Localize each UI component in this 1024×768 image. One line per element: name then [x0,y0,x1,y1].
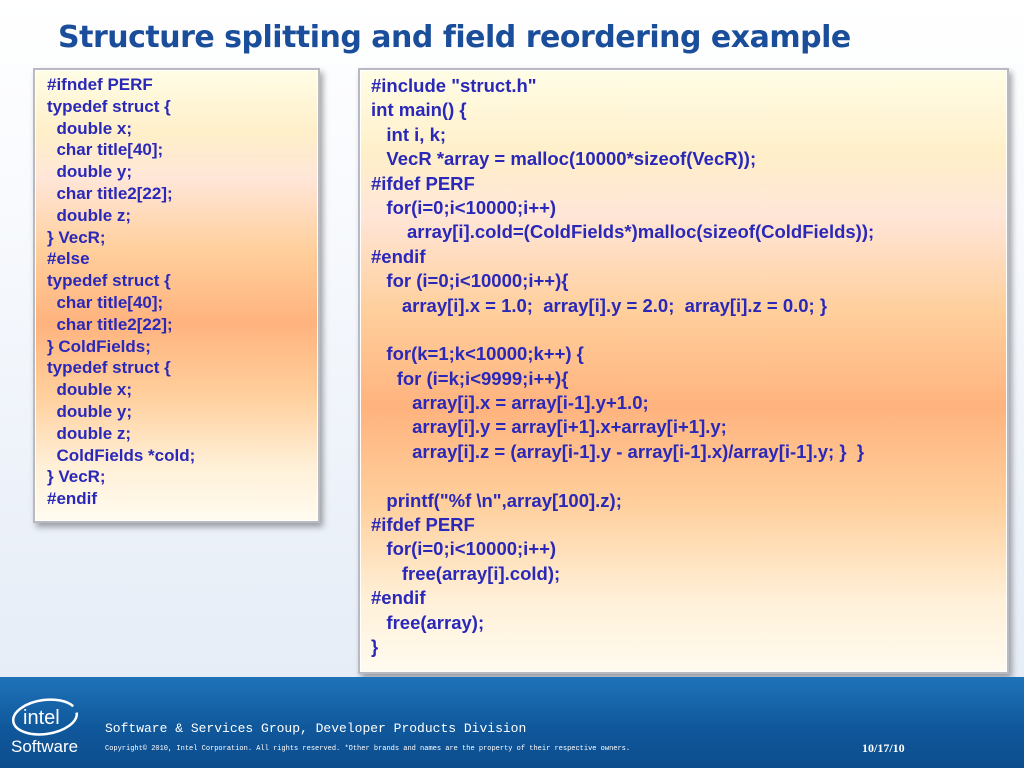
intel-logo-text: intel [23,707,60,729]
code-line: #ifdef PERF [371,514,475,536]
code-line: typedef struct { [47,358,171,378]
code-line: printf("%f \n",array[100].z); [371,489,622,511]
software-label: Software [11,737,79,756]
code-line: char title[40]; [47,140,164,160]
code-line: #ifndef PERF [47,75,153,94]
division-text: Software & Services Group, Developer Pro… [105,721,527,736]
code-line: array[i].x = array[i-1].y+1.0; [371,392,649,414]
code-line: array[i].cold=(ColdFields*)malloc(sizeof… [371,221,875,243]
code-line: #endif [371,587,426,609]
code-line [371,318,1007,342]
slide-title: Structure splitting and field reordering… [58,20,851,55]
code-line: free(array); [371,611,485,633]
code-line: } [371,635,379,657]
code-line: #endif [371,245,426,267]
code-line: double y; [47,162,132,182]
code-line: int i, k; [371,123,447,145]
main-program-code-box: #include "struct.h" int main() { int i, k… [358,68,1009,674]
code-line: #endif [47,489,98,509]
code-line: double z; [47,423,132,443]
copyright-text: Copyright© 2010, Intel Corporation. All … [105,745,631,753]
footer-bar: intel Software Software & Services Group… [0,677,1024,768]
code-line: char title2[22]; [47,314,173,334]
code-line: for(i=0;i<10000;i++) [371,196,557,218]
code-line: char title[40]; [47,292,164,312]
code-line: array[i].z = (array[i-1].y - array[i-1].… [371,440,865,462]
code-line: int main() { [371,99,467,121]
code-line: char title2[22]; [47,183,173,203]
date-text: 10/17/10 [862,741,905,755]
code-line: for(k=1;k<10000;k++) { [371,343,584,365]
code-line: ColdFields *cold; [47,445,196,465]
code-line: double z; [47,205,132,225]
code-line: } ColdFields; [47,336,151,356]
code-line: #else [47,249,90,269]
code-line: array[i].x = 1.0; array[i].y = 2.0; arra… [371,294,828,316]
code-line: double x; [47,118,132,138]
struct-definition-code-box: #ifndef PERF typedef struct { double x; c… [33,68,320,523]
code-line: free(array[i].cold); [371,562,561,584]
code-line: for (i=k;i<9999;i++){ [371,367,569,389]
code-line: } VecR; [47,227,106,247]
code-line: #include "struct.h" [371,75,537,96]
code-line: typedef struct { [47,271,171,291]
code-line: double x; [47,380,132,400]
code-line: for(i=0;i<10000;i++) [371,538,557,560]
code-line: array[i].y = array[i+1].x+array[i+1].y; [371,416,727,438]
code-line: for (i=0;i<10000;i++){ [371,270,569,292]
code-line: } VecR; [47,467,106,487]
code-line: double y; [47,401,132,421]
code-line: typedef struct { [47,96,171,116]
intel-logo-icon: intel [11,698,79,736]
code-line: #ifdef PERF [371,172,475,194]
code-line [371,464,1007,488]
code-line: VecR *array = malloc(10000*sizeof(VecR))… [371,148,757,170]
